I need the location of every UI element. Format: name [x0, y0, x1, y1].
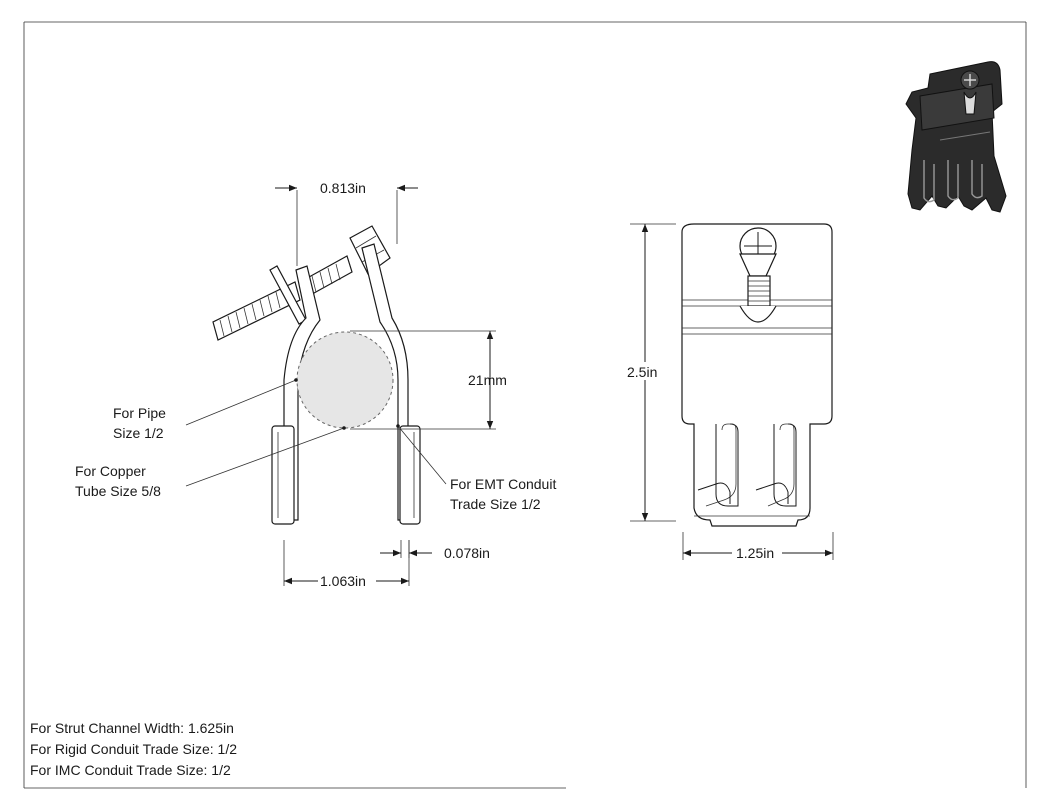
dim-overall-width: 1.25in — [682, 532, 834, 561]
iso-view-clamp — [905, 61, 1007, 213]
callout-pipe-line1: For Pipe — [113, 405, 166, 421]
dim-overall-height-label: 2.5in — [627, 364, 657, 380]
callout-pipe: For Pipe Size 1/2 — [113, 378, 298, 441]
spec-line-1: For Strut Channel Width: 1.625in — [30, 720, 234, 736]
callout-emt-line1: For EMT Conduit — [450, 476, 556, 492]
dim-thickness-label: 0.078in — [444, 545, 490, 561]
dim-overall-height: 2.5in — [624, 223, 676, 522]
dim-pipe-height: 21mm — [350, 330, 507, 430]
callout-copper-line1: For Copper — [75, 463, 146, 479]
front-view-clamp — [212, 225, 421, 525]
dim-thickness: 0.078in — [380, 540, 490, 561]
clamp-left-jaw — [271, 425, 295, 525]
callout-emt: For EMT Conduit Trade Size 1/2 — [396, 424, 556, 512]
dim-top-width: 0.813in — [275, 180, 418, 266]
clamp-right-jaw — [399, 425, 421, 525]
spec-line-2: For Rigid Conduit Trade Size: 1/2 — [30, 741, 237, 757]
callout-copper-line2: Tube Size 5/8 — [75, 483, 161, 499]
pipe-outline — [296, 331, 394, 429]
spec-notes: For Strut Channel Width: 1.625in For Rig… — [30, 720, 237, 778]
sheet-border — [23, 21, 1027, 789]
dim-top-width-label: 0.813in — [320, 180, 366, 196]
spec-line-3: For IMC Conduit Trade Size: 1/2 — [30, 762, 231, 778]
dim-overall-width-label: 1.25in — [736, 545, 774, 561]
dim-pipe-height-label: 21mm — [468, 372, 507, 388]
callout-copper: For Copper Tube Size 5/8 — [75, 426, 346, 499]
dim-bottom-width: 1.063in — [283, 540, 410, 589]
callout-pipe-line2: Size 1/2 — [113, 425, 164, 441]
side-view-clamp — [681, 223, 833, 527]
dim-bottom-width-label: 1.063in — [320, 573, 366, 589]
bolt-shank — [212, 281, 301, 341]
callout-emt-line2: Trade Size 1/2 — [450, 496, 541, 512]
